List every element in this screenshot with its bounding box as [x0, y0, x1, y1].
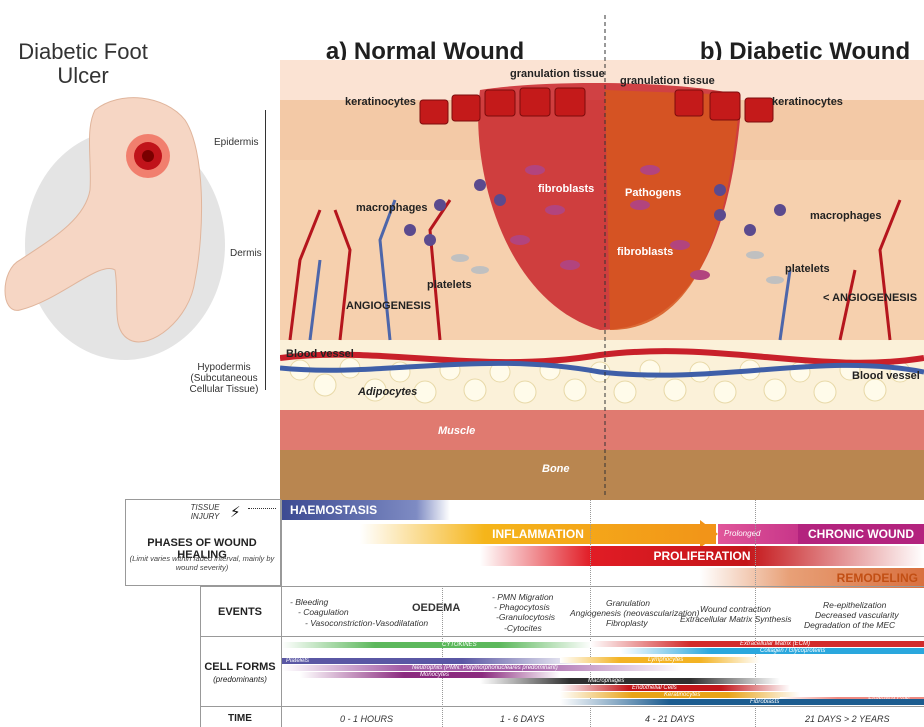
- label-angiogenesis-right: < ANGIOGENESIS: [823, 292, 917, 304]
- event-granulation: Granulation: [606, 598, 650, 608]
- foot-illustration: [0, 70, 240, 370]
- time-header: TIME: [200, 713, 280, 724]
- label-granulation-right: granulation tissue: [620, 75, 715, 87]
- phase-remodeling: REMODELING: [700, 568, 924, 588]
- event-coagulation: - Coagulation: [298, 607, 349, 617]
- cell-endothelial: Endothelial Cells: [560, 685, 790, 691]
- arrow-icon: [248, 508, 276, 509]
- phase-haemostasis: HAEMOSTASIS: [282, 500, 450, 520]
- event-decreased-vascularity: Decreased vascularity: [815, 610, 899, 620]
- event-phagocytosis: - Phagocytosis: [494, 602, 550, 612]
- label-fibroblasts-left: fibroblasts: [538, 183, 594, 195]
- label-macrophages-right: macrophages: [810, 210, 882, 222]
- label-blood-vessel-left: Blood vessel: [286, 348, 354, 360]
- cell-lymphocytes: Lymphocytes: [560, 657, 760, 663]
- event-pmn-migration: - PMN Migration: [492, 592, 553, 602]
- events-header: EVENTS: [200, 606, 280, 618]
- label-platelets-left: platelets: [427, 279, 472, 291]
- event-cytocites: -Cytocites: [504, 623, 542, 633]
- event-degradation-mec: Degradation of the MEC: [804, 620, 895, 630]
- label-platelets-right: platelets: [785, 263, 830, 275]
- label-adipocytes: Adipocytes: [358, 386, 417, 398]
- cellforms-header: CELL FORMS: [200, 661, 280, 673]
- cell-neutrophils: Neutrophils (PMN: Polymorphonucleares pr…: [282, 665, 682, 671]
- tissue-injury-label: TISSUE INJURY: [185, 503, 225, 521]
- event-wound-contraction: Wound contraction: [700, 604, 771, 614]
- phase-prolonged-inflammation: Prolonged Inflammation: [718, 524, 804, 544]
- label-granulation-left: granulation tissue: [510, 68, 605, 80]
- time-1-6-days: 1 - 6 DAYS: [500, 714, 544, 724]
- event-vasoconstriction: - Vasoconstriction-Vasodilatation: [305, 618, 428, 628]
- event-re-epithelization: Re-epithelization: [823, 600, 886, 610]
- time-4-21-days: 4 - 21 DAYS: [645, 714, 694, 724]
- cell-ecm: Extracellular Matrix (ECM): [590, 641, 924, 647]
- phase-proliferation: PROLIFERATION: [480, 546, 924, 566]
- event-bleeding: - Bleeding: [290, 597, 328, 607]
- cell-platelets: Platelets: [282, 658, 582, 664]
- cell-cytokines: CYTOKINES: [282, 642, 592, 648]
- label-epidermis: Epidermis: [214, 137, 258, 148]
- label-keratinocytes-left: keratinocytes: [345, 96, 416, 108]
- label-angiogenesis-left: ANGIOGENESIS: [346, 300, 431, 312]
- label-fibroblasts-right: fibroblasts: [617, 246, 673, 258]
- phase-inflammation: INFLAMMATION: [360, 524, 716, 544]
- label-dermis: Dermis: [230, 248, 262, 259]
- label-macrophages-left: macrophages: [356, 202, 428, 214]
- label-blood-vessel-right: Blood vessel: [852, 370, 920, 382]
- label-hypodermis: Hypodermis (Subcutaneous Cellular Tissue…: [184, 362, 264, 395]
- label-keratinocytes-right: keratinocytes: [772, 96, 843, 108]
- event-oedema: OEDEMA: [412, 603, 460, 613]
- lightning-icon: ⚡: [230, 503, 241, 521]
- event-fibroplasty: Fibroplasty: [606, 618, 648, 628]
- label-muscle: Muscle: [438, 425, 475, 437]
- cell-fibroblasts: Fibroblasts: [560, 699, 924, 705]
- phases-note: (Limit varies within faded interval, mai…: [128, 554, 276, 572]
- time-0-1-hours: 0 - 1 HOURS: [340, 714, 393, 724]
- time-21-days-2-years: 21 DAYS > 2 YEARS: [805, 714, 889, 724]
- cell-collagen: Collagen / Glycoproteins: [620, 648, 924, 654]
- phase-arrow: [700, 520, 718, 548]
- event-ecm-synthesis: Extracellular Matrix Synthesis: [680, 614, 791, 624]
- event-granulocytosis: -Granulocytosis: [496, 612, 555, 622]
- phase-chronic-wound: CHRONIC WOUND: [798, 524, 924, 544]
- label-pathogens: Pathogens: [625, 187, 681, 199]
- label-bone: Bone: [542, 463, 570, 475]
- layer-bracket: [265, 110, 266, 390]
- cellforms-sub: (predominants): [200, 675, 280, 684]
- cell-keratinocytes: Keratinocytes: [560, 692, 800, 698]
- cell-macrophages: Macrophages: [480, 678, 780, 684]
